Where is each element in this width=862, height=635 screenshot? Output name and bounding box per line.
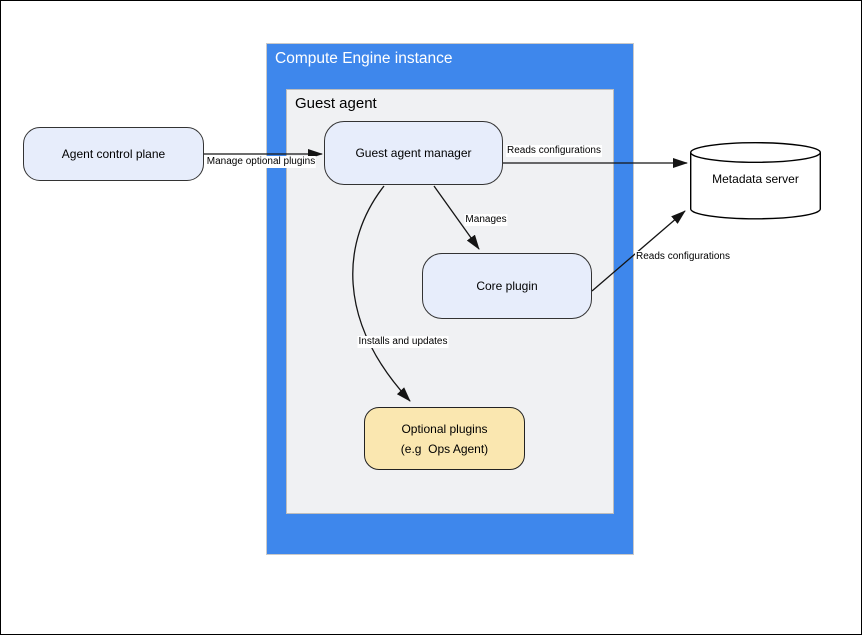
metadata-server-label: Metadata server xyxy=(712,172,799,186)
agent-control-plane-label: Agent control plane xyxy=(61,147,166,161)
edge-label-manage-optional-plugins: Manage optional plugins xyxy=(205,156,317,168)
optional-plugins-label-line1: Optional plugins xyxy=(401,421,488,436)
compute-engine-instance-title: Compute Engine instance xyxy=(275,50,453,67)
guest-agent-manager-label: Guest agent manager xyxy=(355,146,472,160)
optional-plugins-node: Optional plugins (e.g Ops Agent) xyxy=(364,407,525,470)
guest-agent-title: Guest agent xyxy=(295,95,377,112)
optional-plugins-label-line2: (e.g Ops Agent) xyxy=(400,441,489,456)
guest-agent-manager-node: Guest agent manager xyxy=(324,121,503,185)
cylinder-icon xyxy=(690,142,821,220)
core-plugin-node: Core plugin xyxy=(422,253,592,319)
agent-control-plane-node: Agent control plane xyxy=(23,127,204,181)
edge-label-installs-and-updates: Installs and updates xyxy=(357,336,449,348)
metadata-server-node: Metadata server xyxy=(690,142,821,220)
edge-label-reads-configurations-manager: Reads configurations xyxy=(506,145,602,157)
edge-label-manages: Manages xyxy=(464,214,508,226)
core-plugin-label: Core plugin xyxy=(476,279,538,293)
edge-label-reads-configurations-core: Reads configurations xyxy=(635,251,731,263)
